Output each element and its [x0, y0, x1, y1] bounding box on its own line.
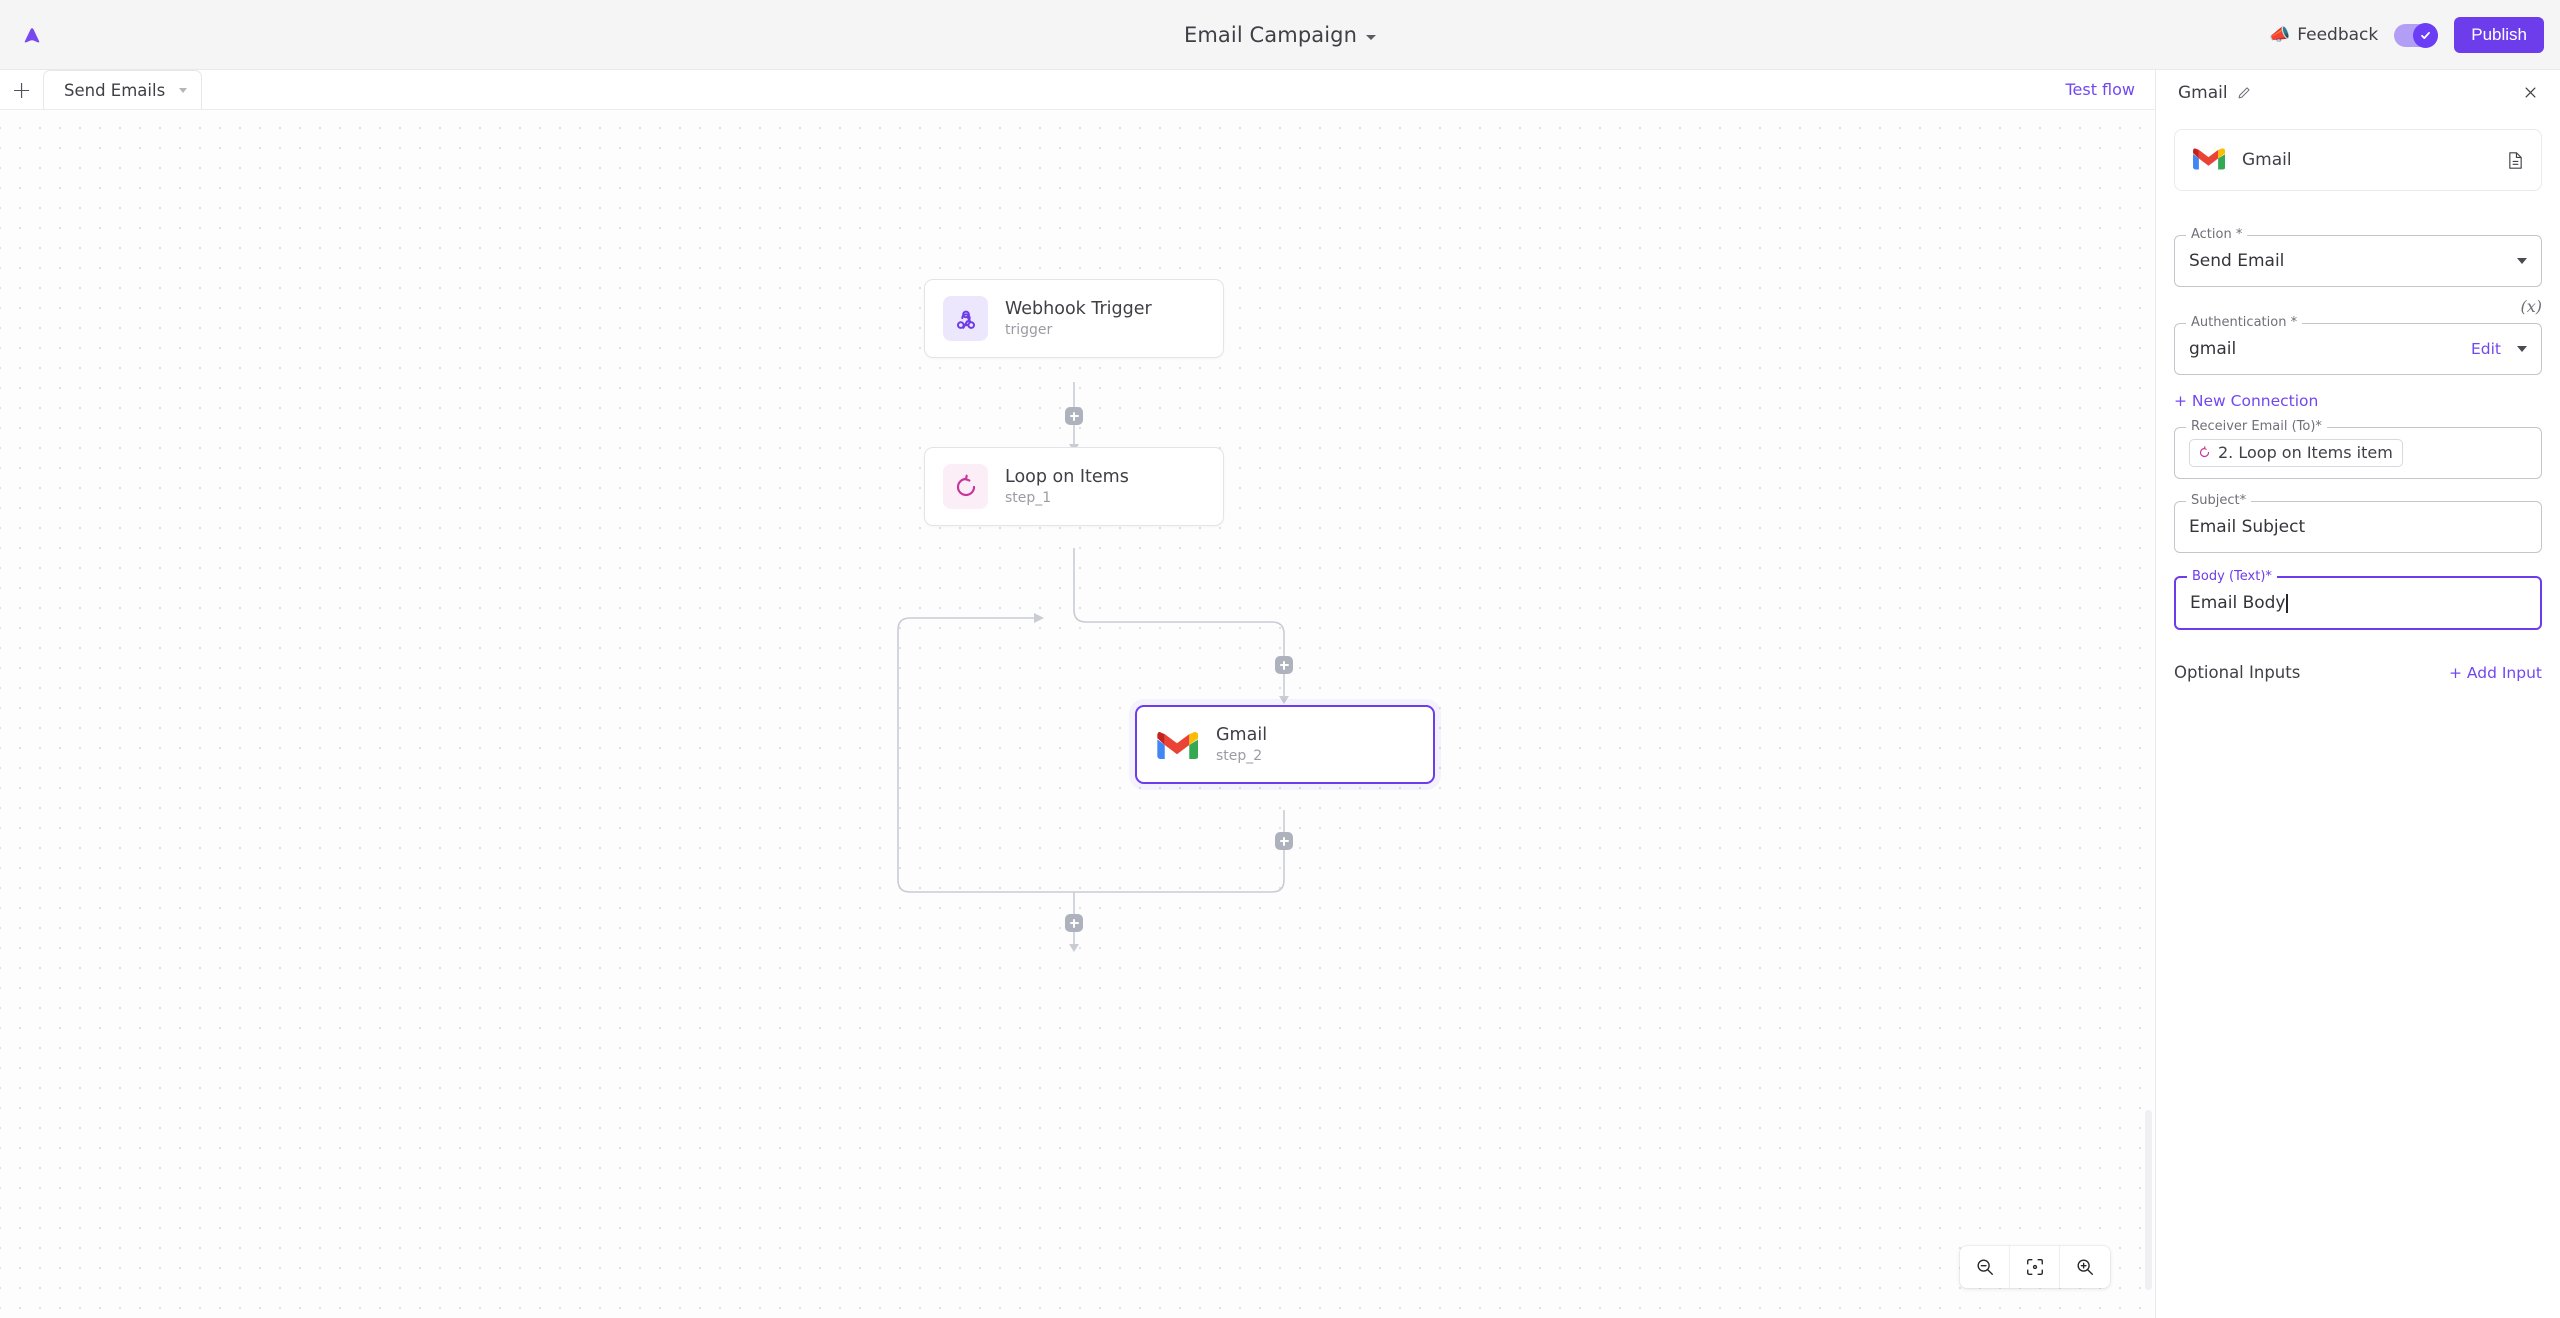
optional-inputs-label: Optional Inputs — [2174, 663, 2301, 682]
add-step-button-after-loop[interactable] — [1065, 914, 1083, 932]
variable-row: (x) — [2156, 297, 2560, 323]
authentication-select[interactable]: Authentication * gmail Edit — [2174, 316, 2542, 375]
canvas-scrollbar[interactable] — [2145, 1110, 2152, 1290]
new-connection-row: + New Connection — [2174, 391, 2542, 410]
action-value: Send Email — [2189, 251, 2285, 271]
top-bar-actions: 📣 Feedback Publish — [2269, 0, 2544, 70]
page-title: Email Campaign — [1184, 23, 1357, 47]
add-tab-button[interactable]: + — [11, 75, 32, 104]
canvas-zoom-controls — [1960, 1246, 2110, 1288]
chevron-down-icon[interactable] — [2517, 258, 2527, 264]
receiver-email-field[interactable]: Receiver Email (To)* 2. Loop on Items it… — [2174, 420, 2542, 479]
variable-chip[interactable]: 2. Loop on Items item — [2189, 439, 2403, 467]
action-select[interactable]: Action * Send Email — [2174, 228, 2542, 287]
panel-header: Gmail — [2156, 70, 2560, 115]
subject-label: Subject* — [2186, 494, 2252, 507]
top-bar: Email Campaign 📣 Feedback Publish — [0, 0, 2560, 70]
chevron-down-icon[interactable] — [1366, 34, 1376, 40]
add-step-button-loop-end[interactable] — [1275, 832, 1293, 850]
node-title: Webhook Trigger — [1005, 298, 1152, 319]
zoom-in-button[interactable] — [2060, 1246, 2110, 1288]
flow-title-group: Email Campaign — [0, 0, 2560, 70]
megaphone-icon: 📣 — [2269, 24, 2291, 45]
webhook-icon — [943, 296, 988, 341]
zoom-out-button[interactable] — [1960, 1246, 2010, 1288]
loop-icon — [2199, 446, 2210, 458]
flow-canvas[interactable]: Webhook Trigger trigger Loop on Items st… — [0, 109, 2155, 1318]
authentication-label: Authentication * — [2186, 316, 2303, 329]
fit-view-button[interactable] — [2010, 1246, 2060, 1288]
publish-toggle[interactable] — [2394, 22, 2439, 48]
node-title: Loop on Items — [1005, 466, 1129, 487]
optional-inputs-row: Optional Inputs + Add Input — [2174, 663, 2542, 682]
canvas-node-loop-on-items[interactable]: Loop on Items step_1 — [924, 447, 1224, 526]
gmail-icon — [2192, 146, 2226, 175]
panel-title: Gmail — [2178, 82, 2228, 103]
action-label: Action * — [2186, 228, 2248, 241]
add-step-button-loop-start[interactable] — [1275, 656, 1293, 674]
chevron-down-icon[interactable] — [2517, 346, 2527, 352]
node-title: Gmail — [1216, 724, 1268, 745]
new-connection-link[interactable]: + New Connection — [2174, 392, 2319, 410]
tab-label: Send Emails — [64, 80, 166, 100]
edit-connection-link[interactable]: Edit — [2470, 340, 2501, 358]
body-text-label: Body (Text)* — [2187, 570, 2277, 583]
piece-name: Gmail — [2242, 150, 2292, 170]
app-logo[interactable] — [12, 15, 52, 55]
gmail-icon — [1154, 722, 1199, 767]
test-flow-button[interactable]: Test flow — [2065, 80, 2135, 99]
body-text-field[interactable]: Body (Text)* Email Body — [2174, 570, 2542, 630]
feedback-label: Feedback — [2297, 25, 2379, 45]
node-text: Gmail step_2 — [1216, 725, 1267, 764]
canvas-node-gmail[interactable]: Gmail step_2 — [1135, 705, 1435, 784]
node-subtitle: step_1 — [1005, 490, 1052, 507]
toggle-knob — [2413, 22, 2439, 48]
publish-button[interactable]: Publish — [2454, 17, 2544, 53]
canvas-node-webhook-trigger[interactable]: Webhook Trigger trigger — [924, 279, 1224, 358]
subject-field[interactable]: Subject* Email Subject — [2174, 494, 2542, 553]
step-settings-panel: Gmail Gmail — [2155, 70, 2560, 1318]
documentation-icon[interactable] — [2507, 151, 2524, 170]
activepieces-logo-icon — [24, 28, 40, 43]
node-subtitle: trigger — [1005, 322, 1053, 339]
chevron-down-icon[interactable] — [179, 87, 188, 93]
receiver-email-label: Receiver Email (To)* — [2186, 420, 2327, 433]
feedback-button[interactable]: 📣 Feedback — [2269, 25, 2378, 45]
edit-pencil-icon[interactable] — [2237, 86, 2251, 100]
node-text: Loop on Items step_1 — [1005, 467, 1129, 506]
body-text-value: Email Body — [2190, 593, 2286, 613]
chip-label: 2. Loop on Items item — [2218, 443, 2393, 462]
check-icon — [2421, 31, 2431, 39]
node-text: Webhook Trigger trigger — [1005, 299, 1152, 338]
piece-card: Gmail — [2174, 129, 2542, 191]
tab-send-emails[interactable]: Send Emails — [43, 70, 203, 109]
tab-strip: + Send Emails Test flow — [0, 70, 2155, 109]
close-icon[interactable] — [2519, 81, 2542, 104]
loop-icon — [943, 464, 988, 509]
node-subtitle: step_2 — [1216, 748, 1263, 765]
add-input-button[interactable]: + Add Input — [2449, 663, 2542, 682]
authentication-value: gmail — [2189, 339, 2237, 359]
text-cursor — [2286, 593, 2288, 613]
add-step-button-after-trigger[interactable] — [1065, 407, 1083, 425]
insert-variable-icon[interactable]: (x) — [2520, 297, 2542, 316]
subject-value: Email Subject — [2189, 517, 2306, 537]
